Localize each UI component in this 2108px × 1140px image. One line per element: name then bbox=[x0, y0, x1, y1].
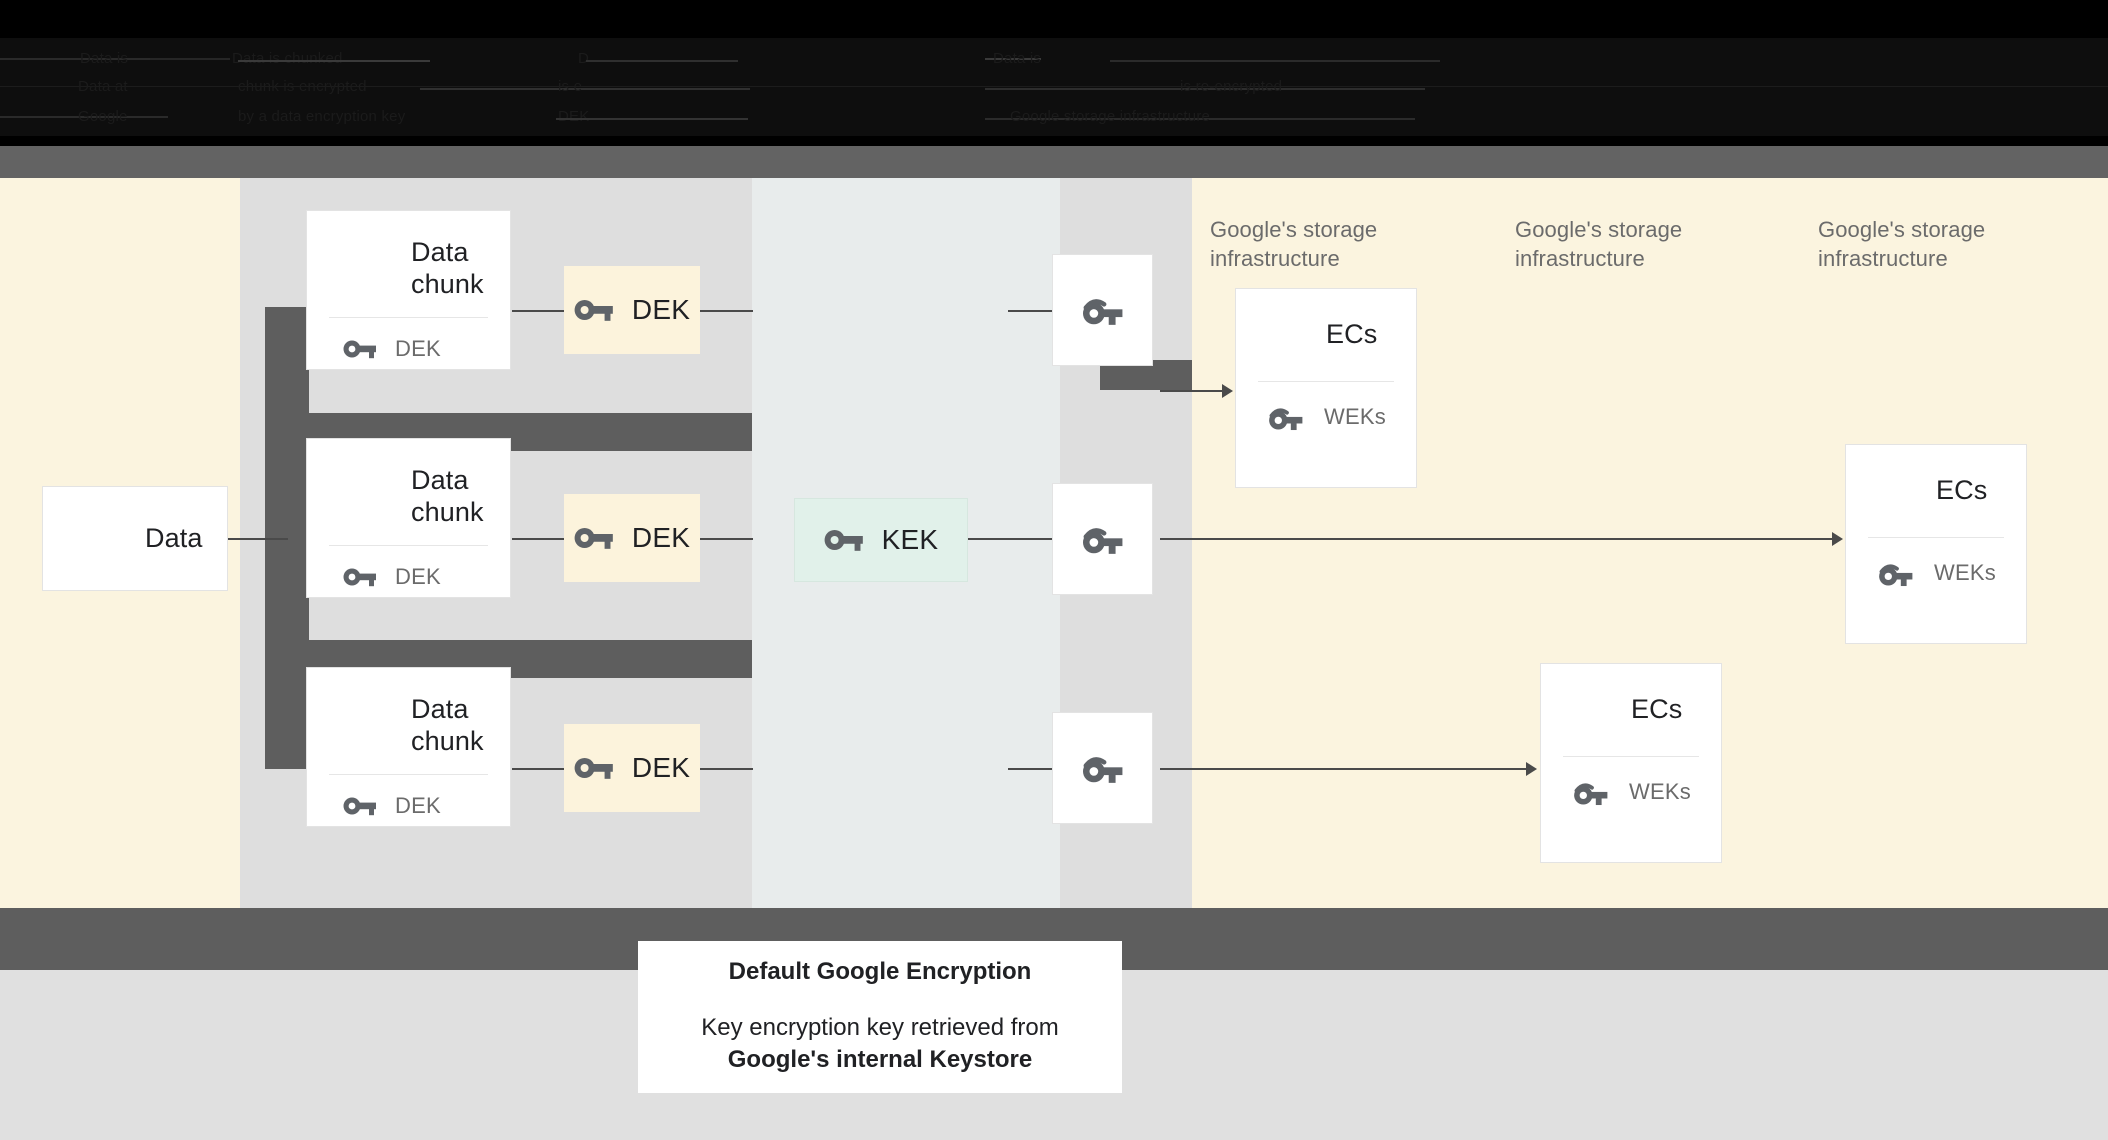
connector-kek-wek3 bbox=[1008, 768, 1053, 770]
wrapped-key-icon bbox=[1266, 404, 1306, 431]
card-ecs-3[interactable]: ECs WEKs bbox=[1540, 663, 1722, 863]
diagram-top-strip bbox=[0, 136, 2108, 178]
key-icon bbox=[343, 566, 377, 588]
card-ecs-2[interactable]: ECs WEKs bbox=[1845, 444, 2027, 644]
connector-kek-wek2 bbox=[968, 538, 1053, 540]
card-divider bbox=[1868, 536, 2004, 538]
card-divider bbox=[329, 544, 488, 546]
connector-wek3-ec3 bbox=[1160, 768, 1532, 770]
chip-dek-label: DEK bbox=[631, 752, 691, 783]
card-chunk-title: Data chunk bbox=[411, 237, 484, 299]
key-icon bbox=[824, 527, 864, 553]
caption-line1: Key encryption key retrieved from bbox=[701, 1013, 1059, 1041]
wrapped-key-icon bbox=[1079, 752, 1127, 784]
chip-dek-label: DEK bbox=[631, 522, 691, 553]
connector-dek1-kek bbox=[699, 310, 753, 312]
infra-label-2: Google's storage infrastructure bbox=[1515, 217, 1683, 272]
wrapped-key-icon bbox=[1079, 523, 1127, 555]
connector-kek-wek1 bbox=[1008, 310, 1053, 312]
card-ecs-key-label: WEKs bbox=[1324, 404, 1386, 430]
chip-wek-2[interactable] bbox=[1052, 483, 1153, 595]
card-chunk-key-label: DEK bbox=[395, 792, 441, 818]
caption-title: Default Google Encryption bbox=[728, 957, 1032, 985]
key-icon bbox=[343, 795, 377, 817]
key-icon bbox=[574, 755, 614, 781]
card-data[interactable]: Data bbox=[42, 486, 228, 591]
key-icon bbox=[343, 338, 377, 360]
card-divider bbox=[329, 316, 488, 318]
top-black-band bbox=[0, 0, 2108, 38]
card-data-label: Data bbox=[145, 522, 203, 553]
wrapped-key-icon bbox=[1079, 294, 1127, 326]
arrowhead-ec3 bbox=[1526, 762, 1537, 776]
card-chunk-title: Data chunk bbox=[411, 465, 484, 527]
key-icon bbox=[574, 525, 614, 551]
caption-box: Default Google Encryption Key encryption… bbox=[638, 941, 1122, 1093]
card-ecs-title: ECs bbox=[1631, 694, 1683, 724]
chip-kek[interactable]: KEK bbox=[794, 498, 968, 582]
card-divider bbox=[1563, 755, 1699, 757]
top-strip-notch-left bbox=[0, 136, 253, 146]
card-ecs-1[interactable]: ECs WEKs bbox=[1235, 288, 1417, 488]
infra-label-3: Google's storage infrastructure bbox=[1818, 217, 1986, 272]
connector-chunk1-dek bbox=[512, 310, 564, 312]
chip-dek-2[interactable]: DEK bbox=[564, 494, 700, 582]
arrowhead-ec2 bbox=[1832, 532, 1843, 546]
connector-wek2-ec2 bbox=[1160, 538, 1840, 540]
card-chunk-key-label: DEK bbox=[395, 335, 441, 361]
card-ecs-title: ECs bbox=[1326, 319, 1378, 349]
card-data-chunk-2[interactable]: Data chunk DEK bbox=[306, 438, 511, 598]
card-divider bbox=[1258, 380, 1394, 382]
chip-wek-1[interactable] bbox=[1052, 254, 1153, 366]
connector-dek2-kek bbox=[699, 538, 753, 540]
chip-dek-label: DEK bbox=[631, 294, 691, 325]
card-divider bbox=[329, 773, 488, 775]
chip-dek-3[interactable]: DEK bbox=[564, 724, 700, 812]
wrapped-key-icon bbox=[1571, 779, 1611, 806]
arrowhead-ec1 bbox=[1222, 384, 1233, 398]
obscured-header-band: Data is Data is chunked D Data is Data a… bbox=[0, 38, 2108, 136]
connector-chunk2-dek bbox=[512, 538, 564, 540]
connector-wek1-ec1 bbox=[1160, 390, 1228, 392]
card-ecs-title: ECs bbox=[1936, 475, 1988, 505]
connector-chunk3-dek bbox=[512, 768, 564, 770]
card-ecs-key-label: WEKs bbox=[1629, 779, 1691, 805]
chip-wek-3[interactable] bbox=[1052, 712, 1153, 824]
infra-label-1: Google's storage infrastructure bbox=[1210, 217, 1378, 272]
card-ecs-key-label: WEKs bbox=[1934, 560, 1996, 586]
chip-kek-label: KEK bbox=[881, 524, 939, 555]
card-data-chunk-1[interactable]: Data chunk DEK bbox=[306, 210, 511, 370]
key-icon bbox=[574, 297, 614, 323]
wrapped-key-icon bbox=[1876, 560, 1916, 587]
connector-data-to-bracket bbox=[228, 538, 288, 540]
card-data-chunk-3[interactable]: Data chunk DEK bbox=[306, 667, 511, 827]
card-chunk-title: Data chunk bbox=[411, 694, 484, 756]
chip-dek-1[interactable]: DEK bbox=[564, 266, 700, 354]
connector-dek3-kek bbox=[699, 768, 753, 770]
card-chunk-key-label: DEK bbox=[395, 563, 441, 589]
caption-body: Key encryption key retrieved from Google… bbox=[701, 1012, 1058, 1077]
caption-line2: Google's internal Keystore bbox=[727, 1046, 1033, 1073]
